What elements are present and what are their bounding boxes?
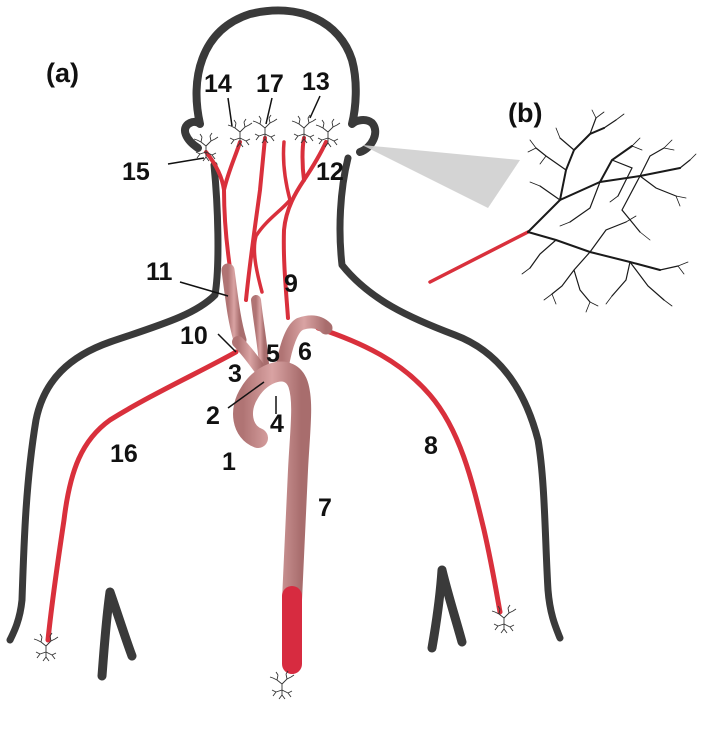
head-outline <box>181 6 380 156</box>
vessel-label-6: 6 <box>298 338 312 366</box>
artery-vertebral <box>252 140 292 294</box>
vessel-label-5: 5 <box>266 340 280 368</box>
vessel-label-11: 11 <box>146 258 173 286</box>
vessel-label-17: 17 <box>256 70 284 98</box>
tree-17-icon <box>252 114 278 144</box>
right-torso-outline <box>336 154 564 642</box>
vessel-label-1: 1 <box>222 448 236 476</box>
aorta-branch-5 <box>251 295 269 369</box>
arteries <box>45 136 503 643</box>
vessel-label-2: 2 <box>206 402 220 430</box>
leader-14 <box>227 97 233 127</box>
vessel-label-10: 10 <box>180 322 208 350</box>
left-inner-arm <box>97 587 137 681</box>
vessel-label-8: 8 <box>424 432 438 460</box>
right-inner-arm <box>427 565 467 653</box>
artery-17 <box>244 136 267 302</box>
leader-15 <box>167 157 205 165</box>
zoom-projection <box>362 145 520 208</box>
vessel-label-9: 9 <box>284 270 298 298</box>
artery-14 <box>222 140 242 192</box>
aorta-arch-6 <box>275 315 333 375</box>
tree-12-icon <box>315 118 341 148</box>
vessel-label-3: 3 <box>228 360 242 388</box>
vessel-label-4: 4 <box>270 410 284 438</box>
labels: (a) (b) 14 17 13 15 12 11 9 10 5 6 3 2 4… <box>46 58 542 522</box>
artery-8 <box>315 325 503 615</box>
artery-12 <box>302 140 328 182</box>
aorta <box>221 263 333 674</box>
body-outline <box>6 6 564 681</box>
tree-8-icon <box>491 604 517 634</box>
leader-10 <box>217 333 237 353</box>
panel-label-b: (b) <box>508 98 542 128</box>
tree-root-vessel <box>428 230 530 284</box>
vessel-label-14: 14 <box>204 70 232 98</box>
tree-7-icon <box>269 670 295 700</box>
leader-11 <box>179 281 229 297</box>
vessel-label-13: 13 <box>302 68 330 96</box>
artery-16 <box>45 349 239 643</box>
tree-13-icon <box>291 114 317 144</box>
panel-label-a: (a) <box>46 58 79 88</box>
vessel-label-16: 16 <box>110 440 138 468</box>
leader-lines <box>167 95 321 414</box>
artery-9 <box>281 178 306 320</box>
leader-17 <box>265 97 273 125</box>
vessel-label-12: 12 <box>316 158 344 186</box>
left-torso-outline <box>6 161 222 644</box>
vessel-label-7: 7 <box>318 494 332 522</box>
aorta-ascending <box>233 361 312 610</box>
aorta-branch-11 <box>221 263 247 347</box>
leader-2 <box>227 381 265 409</box>
leader-13 <box>309 95 321 119</box>
panel-b-tree <box>428 109 697 313</box>
artery-13 <box>300 136 306 182</box>
vessel-label-15: 15 <box>122 158 150 186</box>
